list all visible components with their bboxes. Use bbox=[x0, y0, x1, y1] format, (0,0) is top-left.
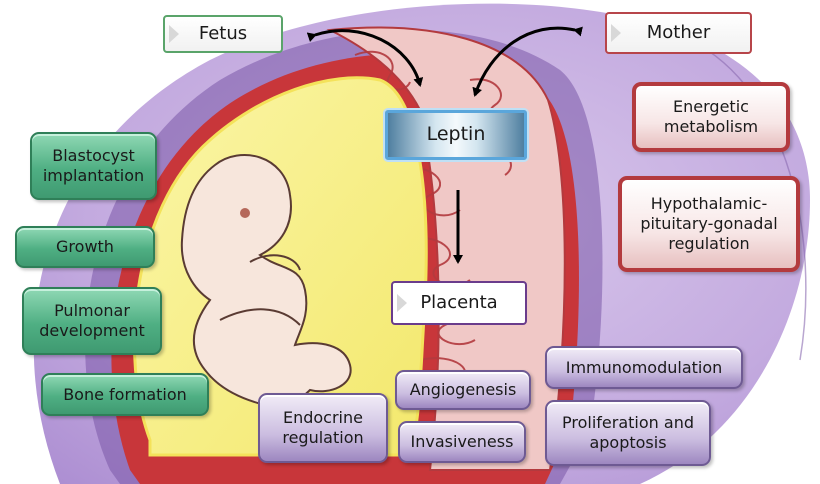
energetic-metabolism-box: Energetic metabolism bbox=[632, 82, 790, 152]
invasiveness-box: Invasiveness bbox=[398, 421, 526, 463]
leptin-hub: Leptin bbox=[385, 110, 527, 160]
fetus-illustration bbox=[180, 154, 352, 408]
bidirectional-arrow bbox=[472, 26, 583, 97]
hpg-regulation-box: Hypothalamic- pituitary-gonadal regulati… bbox=[618, 176, 800, 272]
bone-formation-box: Bone formation bbox=[41, 373, 209, 416]
chevron-right-icon bbox=[169, 25, 179, 43]
fetus-label: Fetus bbox=[163, 15, 283, 53]
blastocyst-implantation-box: Blastocyst implantation bbox=[30, 132, 157, 200]
chevron-right-icon bbox=[611, 24, 621, 42]
angiogenesis-box: Angiogenesis bbox=[395, 370, 531, 410]
placenta-label: Placenta bbox=[391, 281, 527, 325]
immunomodulation-box: Immunomodulation bbox=[545, 346, 743, 389]
pulmonar-development-box: Pulmonar development bbox=[22, 287, 162, 355]
endocrine-regulation-box: Endocrine regulation bbox=[258, 393, 388, 463]
chevron-right-icon bbox=[397, 294, 407, 312]
mother-label: Mother bbox=[605, 12, 752, 54]
growth-box: Growth bbox=[15, 226, 155, 268]
bidirectional-arrow bbox=[306, 29, 424, 87]
proliferation-apoptosis-box: Proliferation and apoptosis bbox=[545, 400, 711, 466]
